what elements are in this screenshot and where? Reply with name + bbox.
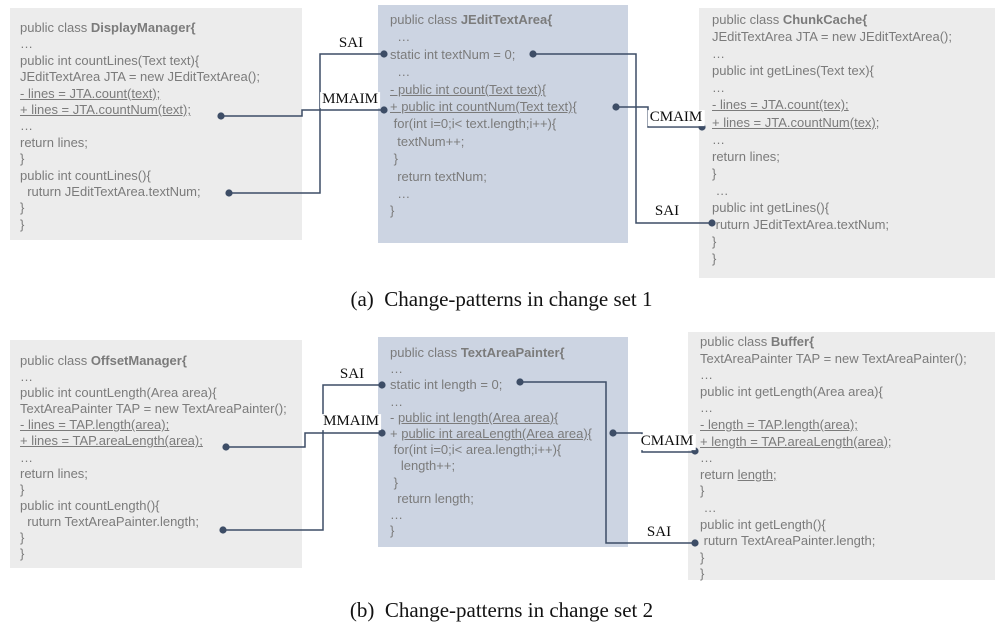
code-line: - public int length(Area area){ bbox=[390, 409, 559, 425]
code-line: … bbox=[700, 499, 717, 515]
code-line: } bbox=[700, 483, 705, 499]
code-line: public int countLength(Area area){ bbox=[20, 385, 217, 401]
code-line: - lines = TAP.length(area); bbox=[20, 417, 170, 433]
code-line: return lines; bbox=[20, 465, 88, 481]
code-line: length++; bbox=[390, 458, 456, 474]
code-line: … bbox=[20, 118, 33, 134]
code-line: for(int i=0;i< area.length;i++){ bbox=[390, 442, 562, 458]
code-line: } bbox=[712, 234, 717, 250]
code-line: … bbox=[700, 400, 713, 416]
code-line: public int getLength(Area area){ bbox=[700, 383, 883, 399]
code-line: TextAreaPainter TAP = new TextAreaPainte… bbox=[20, 401, 287, 417]
code-line: + length = TAP.areaLength(area); bbox=[700, 433, 892, 449]
connector-label-sai: SAI bbox=[337, 366, 367, 383]
code-line: … bbox=[390, 361, 403, 377]
class-box-jedittextarea: public class JEditTextArea{ …static int … bbox=[378, 5, 628, 243]
connector-label-mmaim: MMAIM bbox=[321, 413, 381, 430]
code-line: … bbox=[20, 36, 33, 52]
code-line: } bbox=[20, 546, 25, 562]
code-line: public int getLines(){ bbox=[712, 200, 830, 216]
code-line: public class Buffer{ bbox=[700, 334, 815, 349]
code-line: } bbox=[712, 251, 717, 267]
code-line: } bbox=[20, 216, 25, 232]
caption-a: (a) Change-patterns in change set 1 bbox=[350, 287, 653, 311]
code-line: + lines = TAP.areaLength(area); bbox=[20, 433, 203, 449]
code-line: + public int areaLength(Area area){ bbox=[390, 426, 593, 442]
code-line: for(int i=0;i< text.length;i++){ bbox=[390, 116, 557, 132]
code-line: - public int count(Text text){ bbox=[390, 81, 547, 97]
code-line: - lines = JTA.count(tex); bbox=[712, 97, 849, 113]
code-line: JEditTextArea JTA = new JEditTextArea(); bbox=[712, 29, 952, 45]
code-line: } bbox=[390, 203, 395, 219]
code-line: } bbox=[390, 151, 398, 167]
connector-label-sai: SAI bbox=[644, 524, 674, 541]
code-line: ruturn JEditTextArea.textNum; bbox=[20, 184, 201, 200]
code-line: JEditTextArea JTA = new JEditTextArea(); bbox=[20, 69, 260, 85]
code-line: + public int countNum(Text text){ bbox=[390, 99, 577, 115]
code-line: … bbox=[390, 64, 411, 80]
code-line: + lines = JTA.countNum(tex); bbox=[712, 114, 880, 130]
code-line: public class ChunkCache{ bbox=[712, 12, 868, 27]
code-line: TextAreaPainter TAP = new TextAreaPainte… bbox=[700, 350, 967, 366]
code-line: } bbox=[700, 549, 705, 565]
code-line: … bbox=[712, 182, 729, 198]
code-line: public int countLines(){ bbox=[20, 167, 151, 183]
connector-label-sai: SAI bbox=[336, 35, 366, 52]
code-line: return length; bbox=[700, 466, 777, 482]
code-line: static int length = 0; bbox=[390, 377, 503, 393]
code-line: … bbox=[390, 186, 411, 202]
class-box-offsetmanager: public class OffsetManager{…public int c… bbox=[10, 340, 302, 568]
connector-label-sai: SAI bbox=[652, 203, 682, 220]
code-line: public class OffsetManager{ bbox=[20, 353, 187, 368]
connector-label-cmaim: CMAIM bbox=[647, 109, 705, 126]
connector-label-mmaim: MMAIM bbox=[320, 91, 380, 108]
code-line: - length = TAP.length(area); bbox=[700, 416, 858, 432]
code-line: } bbox=[20, 200, 25, 216]
code-line: } bbox=[20, 481, 25, 497]
class-box-chunkcache: public class ChunkCache{ JEditTextArea JT… bbox=[699, 8, 995, 278]
caption-b: (b) Change-patterns in change set 2 bbox=[349, 598, 654, 622]
code-line: - lines = JTA.count(text); bbox=[20, 85, 161, 101]
code-line: public class DisplayManager{ bbox=[20, 20, 196, 35]
code-line: } bbox=[20, 530, 25, 546]
code-line: public class TextAreaPainter{ bbox=[390, 345, 565, 360]
code-line: textNum++; bbox=[390, 133, 465, 149]
code-line: static int textNum = 0; bbox=[390, 46, 516, 62]
code-line: return lines; bbox=[20, 134, 88, 150]
code-line: … bbox=[712, 80, 725, 96]
code-line: return textNum; bbox=[390, 168, 487, 184]
code-line: … bbox=[20, 369, 33, 385]
code-line: } bbox=[700, 566, 705, 582]
code-line: … bbox=[712, 46, 725, 62]
connector-label-cmaim: CMAIM bbox=[638, 433, 696, 450]
code-line: return lines; bbox=[712, 148, 780, 164]
code-line: return length; bbox=[390, 490, 474, 506]
code-line: public int countLines(Text text){ bbox=[20, 52, 200, 68]
code-line: … bbox=[700, 450, 713, 466]
class-box-displaymanager: public class DisplayManager{…public int … bbox=[10, 8, 302, 240]
code-line: ruturn JEditTextArea.textNum; bbox=[712, 217, 890, 233]
code-line: … bbox=[20, 449, 33, 465]
class-box-textareapainter: public class TextAreaPainter{…static int… bbox=[378, 337, 628, 547]
code-line: } bbox=[712, 165, 717, 181]
code-line: } bbox=[20, 151, 25, 167]
code-line: ruturn TextAreaPainter.length; bbox=[20, 513, 199, 529]
code-line: ruturn TextAreaPainter.length; bbox=[700, 533, 876, 549]
code-line: … bbox=[700, 367, 713, 383]
code-line: … bbox=[712, 131, 725, 147]
code-line: public int getLines(Text tex){ bbox=[712, 63, 874, 79]
class-box-buffer: public class Buffer{TextAreaPainter TAP … bbox=[688, 332, 995, 582]
code-line: … bbox=[390, 29, 411, 45]
code-line: public class JEditTextArea{ bbox=[390, 12, 553, 27]
code-line: } bbox=[390, 474, 398, 490]
code-line: … bbox=[390, 393, 403, 409]
code-line: public int getLength(){ bbox=[700, 516, 826, 532]
code-line: } bbox=[390, 523, 395, 539]
code-line: + lines = JTA.countNum(text); bbox=[20, 102, 191, 118]
code-line: … bbox=[390, 507, 403, 523]
code-line: public int countLength(){ bbox=[20, 497, 160, 513]
